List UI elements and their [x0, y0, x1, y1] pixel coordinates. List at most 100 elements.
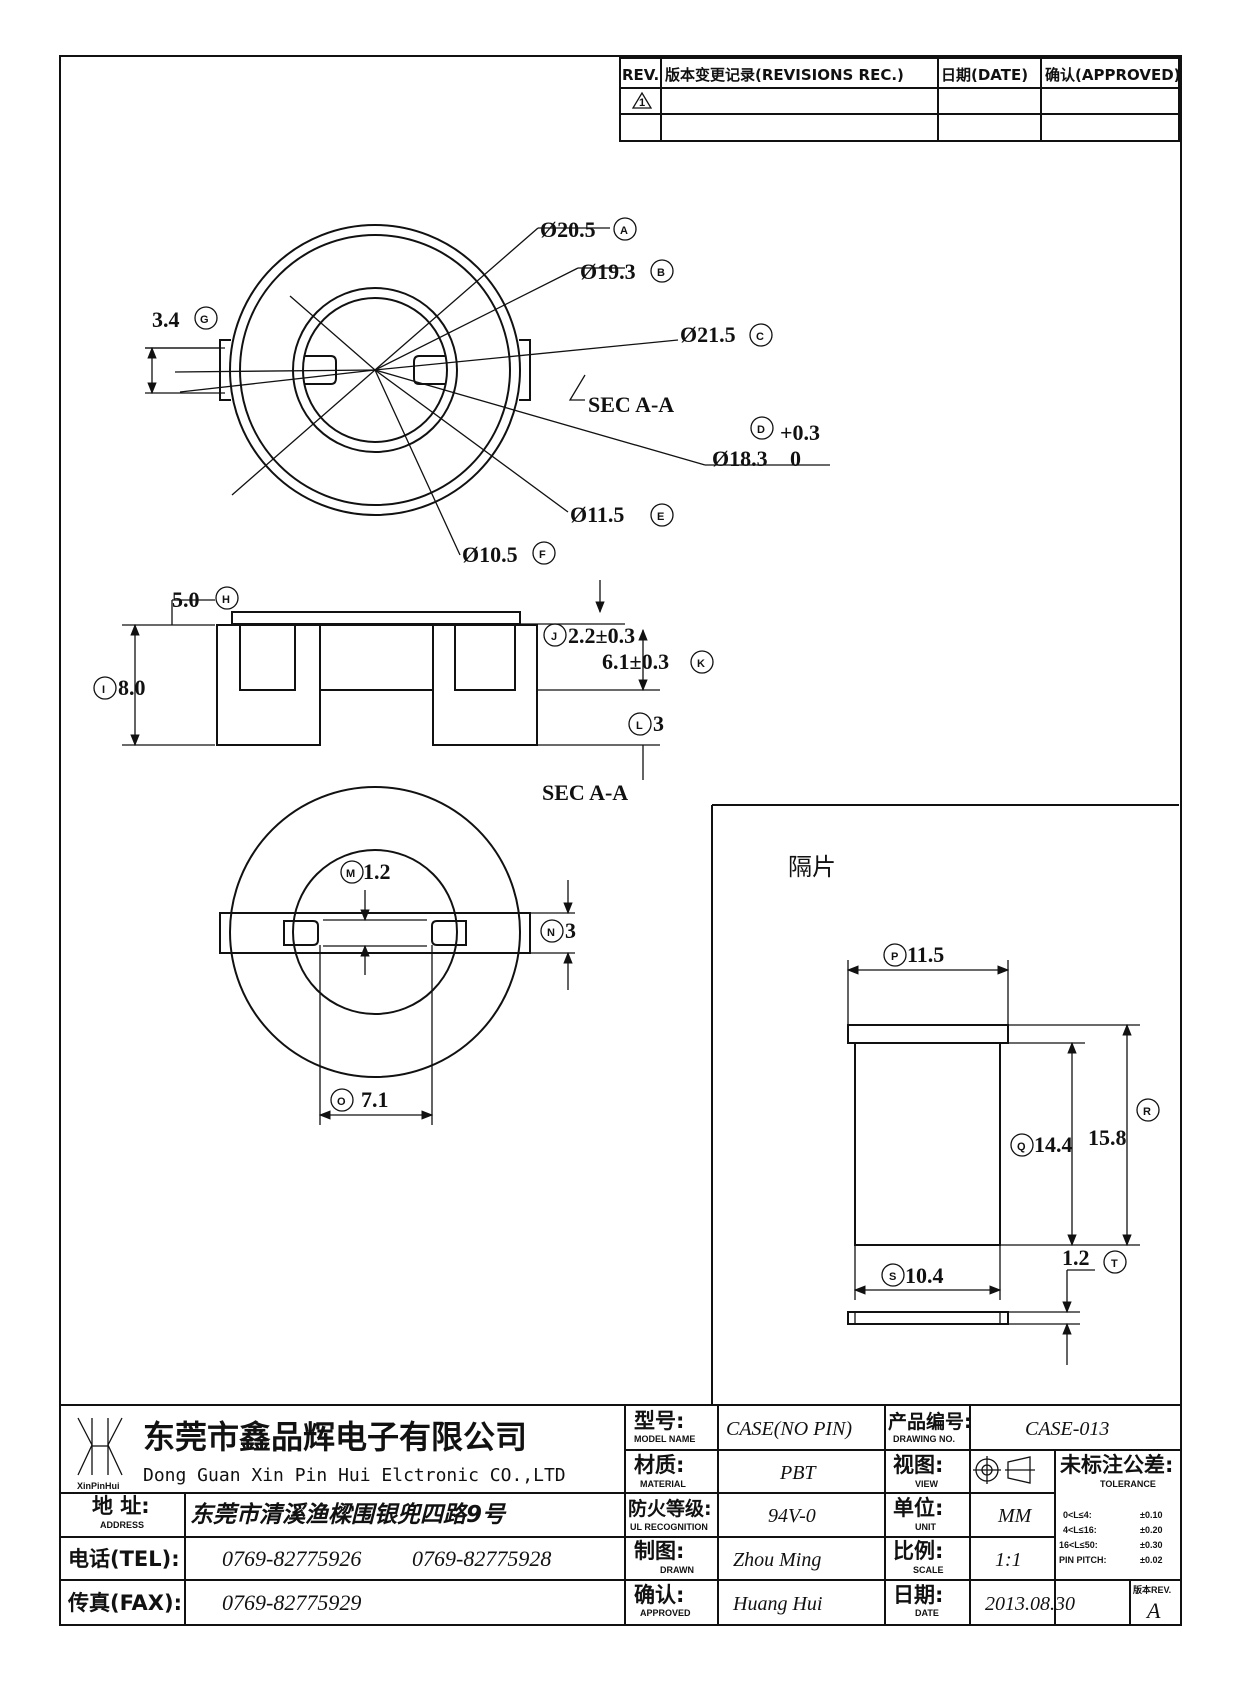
scale-sublabel: SCALE [913, 1565, 944, 1575]
svg-text:G: G [200, 314, 209, 326]
dim-F-value: Ø10.5 [462, 542, 518, 567]
dim-Q-value: 14.4 [1034, 1132, 1073, 1157]
tolerance-value-4: ±0.02 [1140, 1555, 1162, 1565]
ul-value: 94V-0 [768, 1505, 816, 1527]
address-sublabel: ADDRESS [100, 1520, 144, 1530]
svg-text:H: H [222, 594, 230, 606]
drawing-no-sublabel: DRAWING NO. [893, 1434, 955, 1444]
dim-D-tolerance: +0.3 [780, 420, 820, 445]
approved-value: Huang Hui [732, 1593, 822, 1615]
dim-letter-F: F [532, 541, 556, 565]
drawing-no-label: 产品编号: [888, 1410, 972, 1433]
svg-text:K: K [697, 658, 705, 670]
drawing-no-value: CASE-013 [1025, 1418, 1109, 1440]
revisions-record-header: 版本变更记录(REVISIONS REC.) [665, 66, 904, 84]
svg-text:A: A [620, 225, 628, 237]
tolerance-sublabel: TOLERANCE [1100, 1479, 1156, 1489]
dim-letter-T: T [1103, 1250, 1127, 1274]
svg-text:O: O [337, 1096, 346, 1108]
top-view [145, 224, 830, 556]
dim-J-value: 2.2±0.3 [568, 623, 635, 648]
dim-O-value: 7.1 [361, 1087, 389, 1112]
model-value: CASE(NO PIN) [726, 1418, 852, 1440]
dim-letter-K: K [690, 650, 714, 674]
dim-D-tolerance-lower: 0 [790, 446, 801, 471]
tolerance-value-3: ±0.30 [1140, 1540, 1162, 1550]
dim-letter-C: C [749, 323, 773, 347]
drawn-label: 制图: [634, 1539, 684, 1563]
dim-L-value: 3 [653, 711, 664, 736]
dim-letter-E: E [650, 503, 674, 527]
dim-H-value: 5.0 [172, 587, 200, 612]
tolerance-label: 未标注公差: [1060, 1453, 1173, 1477]
title-block [60, 1404, 1181, 1625]
scale-value: 1:1 [995, 1549, 1022, 1571]
section-view [122, 580, 660, 780]
dim-B-value: Ø19.3 [580, 259, 636, 284]
ul-sublabel: UL RECOGNITION [630, 1522, 708, 1532]
approved-label: 确认: [634, 1583, 684, 1607]
spacer-panel [711, 804, 1179, 1405]
address-value: 东莞市清溪渔樑围银兜四路9号 [190, 1501, 507, 1528]
svg-text:S: S [889, 1271, 896, 1283]
fax-value: 0769-82775929 [222, 1590, 361, 1615]
svg-text:B: B [657, 267, 665, 279]
revision-triangle-mark [631, 91, 653, 109]
dim-S-value: 10.4 [905, 1263, 944, 1288]
company-logo [77, 1417, 123, 1476]
dim-E-value: Ø11.5 [570, 502, 624, 527]
date-sublabel: DATE [915, 1608, 939, 1618]
dim-K-value: 6.1±0.3 [602, 649, 669, 674]
dim-letter-Q: Q [1010, 1133, 1034, 1157]
tolerance-value-1: ±0.10 [1140, 1510, 1162, 1520]
svg-text:F: F [539, 549, 546, 561]
tel-value-2: 0769-82775928 [412, 1546, 551, 1571]
dim-letter-L: L [628, 712, 652, 736]
svg-text:L: L [636, 720, 643, 732]
drawn-value: Zhou Ming [733, 1549, 821, 1571]
view-label: 视图: [893, 1453, 943, 1477]
dim-letter-B: B [650, 259, 674, 283]
model-sublabel: MODEL NAME [634, 1434, 695, 1444]
tolerance-range-4: PIN PITCH: [1059, 1555, 1107, 1565]
dim-T-value: 1.2 [1062, 1245, 1090, 1270]
tolerance-range-1: 0<L≤4: [1063, 1510, 1092, 1520]
dim-P-value: 11.5 [907, 942, 944, 967]
dim-letter-N: N [540, 919, 564, 943]
dim-letter-A: A [613, 217, 637, 241]
svg-text:R: R [1143, 1106, 1151, 1118]
dim-A-value: Ø20.5 [540, 217, 596, 242]
revision-mark-number: 1 [639, 97, 645, 109]
dim-letter-J: J [543, 623, 567, 647]
dim-letter-P: P [883, 943, 907, 967]
company-name-cn: 东莞市鑫品辉电子有限公司 [143, 1418, 527, 1456]
dim-N-value: 3 [565, 918, 576, 943]
rev-header: REV. [622, 66, 659, 84]
dim-G-value: 3.4 [152, 307, 180, 332]
ul-label: 防火等级: [628, 1497, 712, 1520]
dim-D-value: Ø18.3 [712, 446, 768, 471]
dim-letter-M: M [340, 860, 364, 884]
svg-text:N: N [547, 927, 555, 939]
svg-text:T: T [1111, 1258, 1118, 1270]
section-label-bottom: SEC A-A [542, 780, 628, 805]
rev-value: A [1145, 1598, 1161, 1623]
spacer-title: 隔片 [788, 853, 836, 881]
date-label: 日期: [893, 1583, 943, 1607]
tolerance-range-3: 16<L≤50: [1059, 1540, 1098, 1550]
company-name-en: Dong Guan Xin Pin Hui Elctronic CO.,LTD [143, 1465, 566, 1486]
svg-text:E: E [657, 511, 664, 523]
dim-letter-H: H [215, 586, 239, 610]
dim-C-value: Ø21.5 [680, 322, 736, 347]
unit-sublabel: UNIT [915, 1522, 936, 1532]
bottom-view [219, 786, 575, 1125]
drawn-sublabel: DRAWN [660, 1565, 694, 1575]
svg-text:P: P [891, 951, 898, 963]
svg-text:M: M [346, 868, 355, 880]
fax-label: 传真(FAX): [67, 1591, 182, 1615]
tel-value-1: 0769-82775926 [222, 1546, 361, 1571]
view-sublabel: VIEW [915, 1479, 939, 1489]
svg-text:J: J [551, 631, 557, 643]
projection-symbol-icon [973, 1456, 1035, 1484]
